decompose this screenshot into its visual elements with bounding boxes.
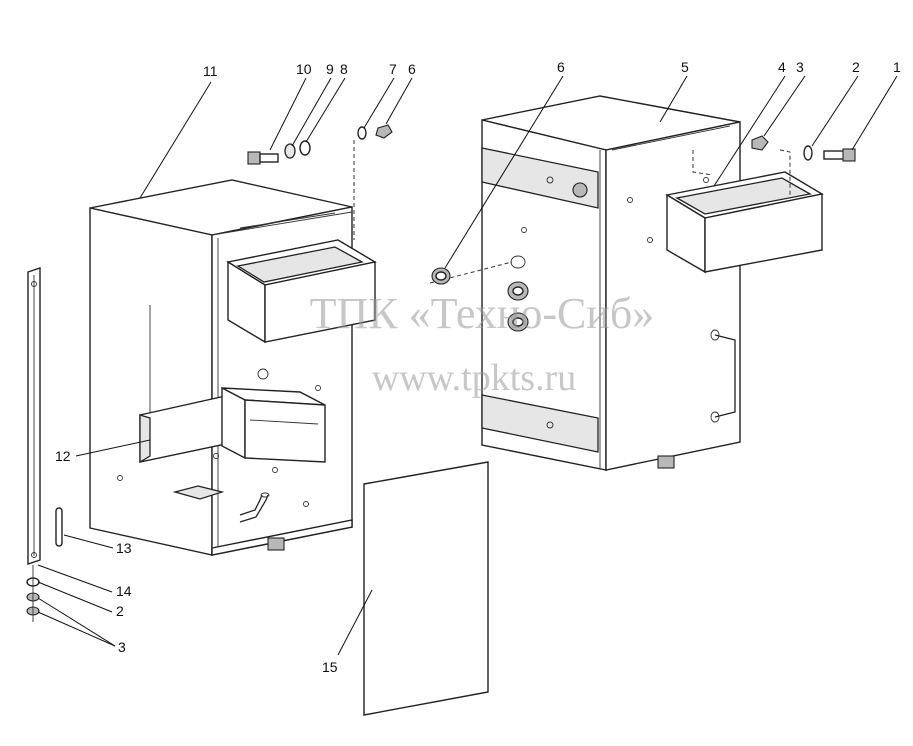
callout-label: 7: [389, 61, 397, 77]
grommet: [431, 267, 451, 285]
angle-bracket: [139, 386, 326, 464]
callout-label: 3: [796, 59, 804, 75]
box-left: [89, 179, 353, 556]
callout-label: 2: [116, 603, 124, 619]
callout-label: 12: [55, 448, 71, 464]
callout-label: 5: [681, 59, 689, 75]
callout-label: 4: [778, 59, 786, 75]
panel: [363, 461, 489, 716]
callout-label: 13: [116, 540, 132, 556]
callout-label: 10: [296, 61, 312, 77]
tray-right: [665, 171, 824, 274]
watermark-line1: ТПК «Техно-Сиб»: [310, 289, 655, 338]
callout-label: 6: [408, 61, 416, 77]
callout-label: 1: [893, 59, 901, 75]
callout-label: 2: [852, 59, 860, 75]
watermark-line2: www.tpkts.ru: [372, 357, 576, 399]
hardware: [247, 124, 856, 165]
leader-lines: [37, 75, 898, 656]
callout-label: 3: [118, 639, 126, 655]
callout-label: 6: [557, 59, 565, 75]
callout-label: 15: [322, 659, 338, 675]
callout-label: 14: [116, 583, 132, 599]
callout-label: 11: [203, 63, 218, 79]
callout-label: 8: [340, 61, 348, 77]
callout-label: 9: [326, 61, 334, 77]
box-right: [481, 95, 741, 471]
rod: [26, 267, 63, 622]
watermark: ТПК «Техно-Сиб» www.tpkts.ru: [310, 289, 655, 399]
callout-labels: 11 10 9 8 7 6 6 5 4 3 2 1 12 13 14 2 3 1…: [55, 59, 901, 675]
tray-left: [226, 239, 377, 344]
